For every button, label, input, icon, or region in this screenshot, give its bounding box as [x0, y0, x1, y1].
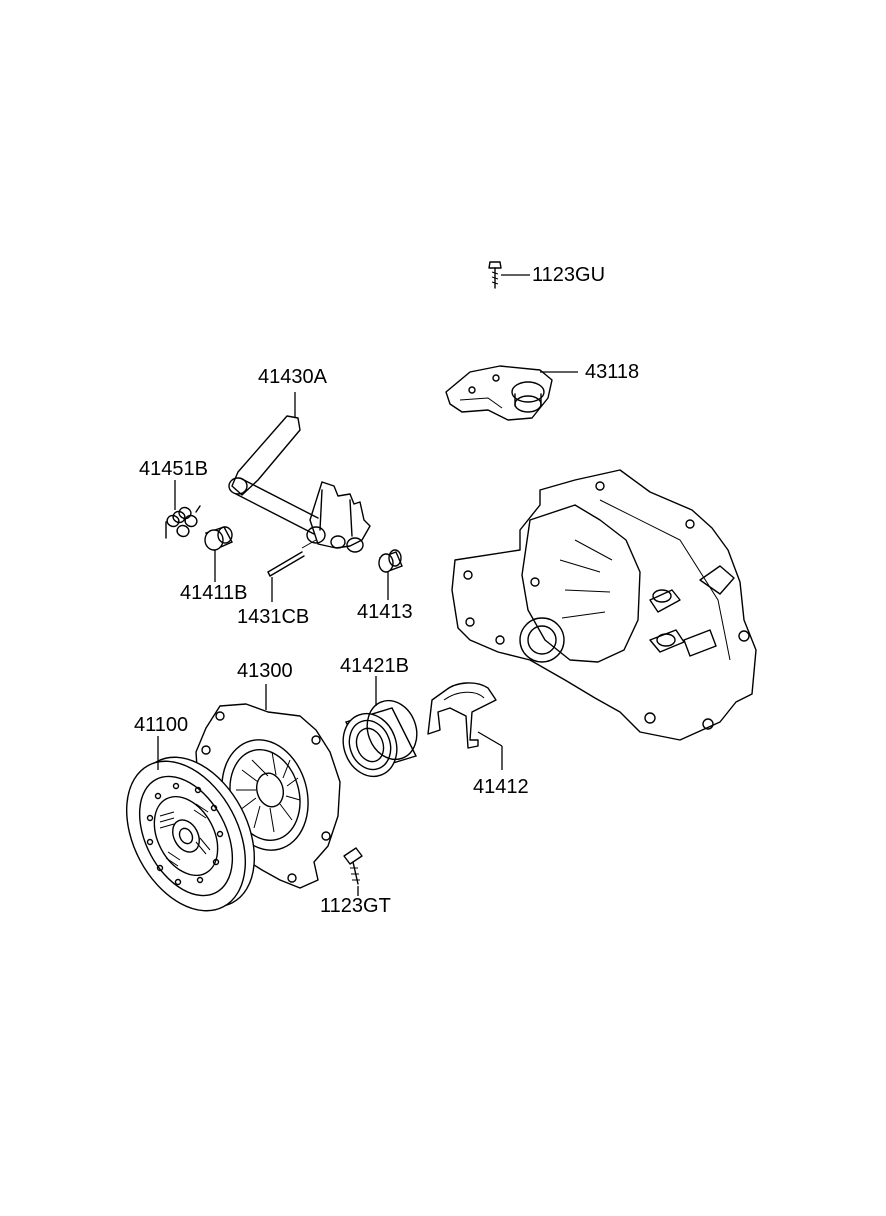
part-label-1123gt[interactable]: 1123GT [320, 895, 391, 917]
part-label-41421b[interactable]: 41421B [340, 655, 409, 677]
bolt-1123gt-illustration [343, 847, 363, 885]
part-label-43118[interactable]: 43118 [585, 361, 640, 383]
part-label-41300[interactable]: 41300 [237, 660, 293, 682]
clutch-disc-41100-illustration [125, 756, 256, 912]
part-label-41412[interactable]: 41412 [473, 776, 529, 798]
bolt-1123gu-illustration [488, 261, 502, 289]
bushing-41413-illustration [378, 549, 403, 573]
pin-1431cb-illustration [267, 539, 317, 577]
spring-41451b-illustration [165, 505, 201, 539]
disc-damper-springs [159, 803, 211, 867]
part-label-41100[interactable]: 41100 [134, 714, 189, 736]
release-fork-41430a-illustration [228, 415, 371, 553]
bracket-43118-illustration [445, 365, 553, 421]
part-label-41451b[interactable]: 41451B [139, 458, 208, 480]
bushing-41411b-illustration [204, 526, 233, 551]
leader-41412-a [477, 731, 503, 747]
clip-41412-illustration [427, 682, 497, 749]
part-label-41411b[interactable]: 41411B [180, 582, 248, 604]
part-label-1123gu[interactable]: 1123GU [532, 264, 606, 286]
release-bearing-41421b-illustration [342, 699, 418, 778]
part-label-1431cb[interactable]: 1431CB [237, 606, 310, 628]
part-label-41413[interactable]: 41413 [357, 601, 413, 623]
transmission-housing-illustration [451, 469, 757, 741]
part-label-41430a[interactable]: 41430A [258, 366, 327, 388]
